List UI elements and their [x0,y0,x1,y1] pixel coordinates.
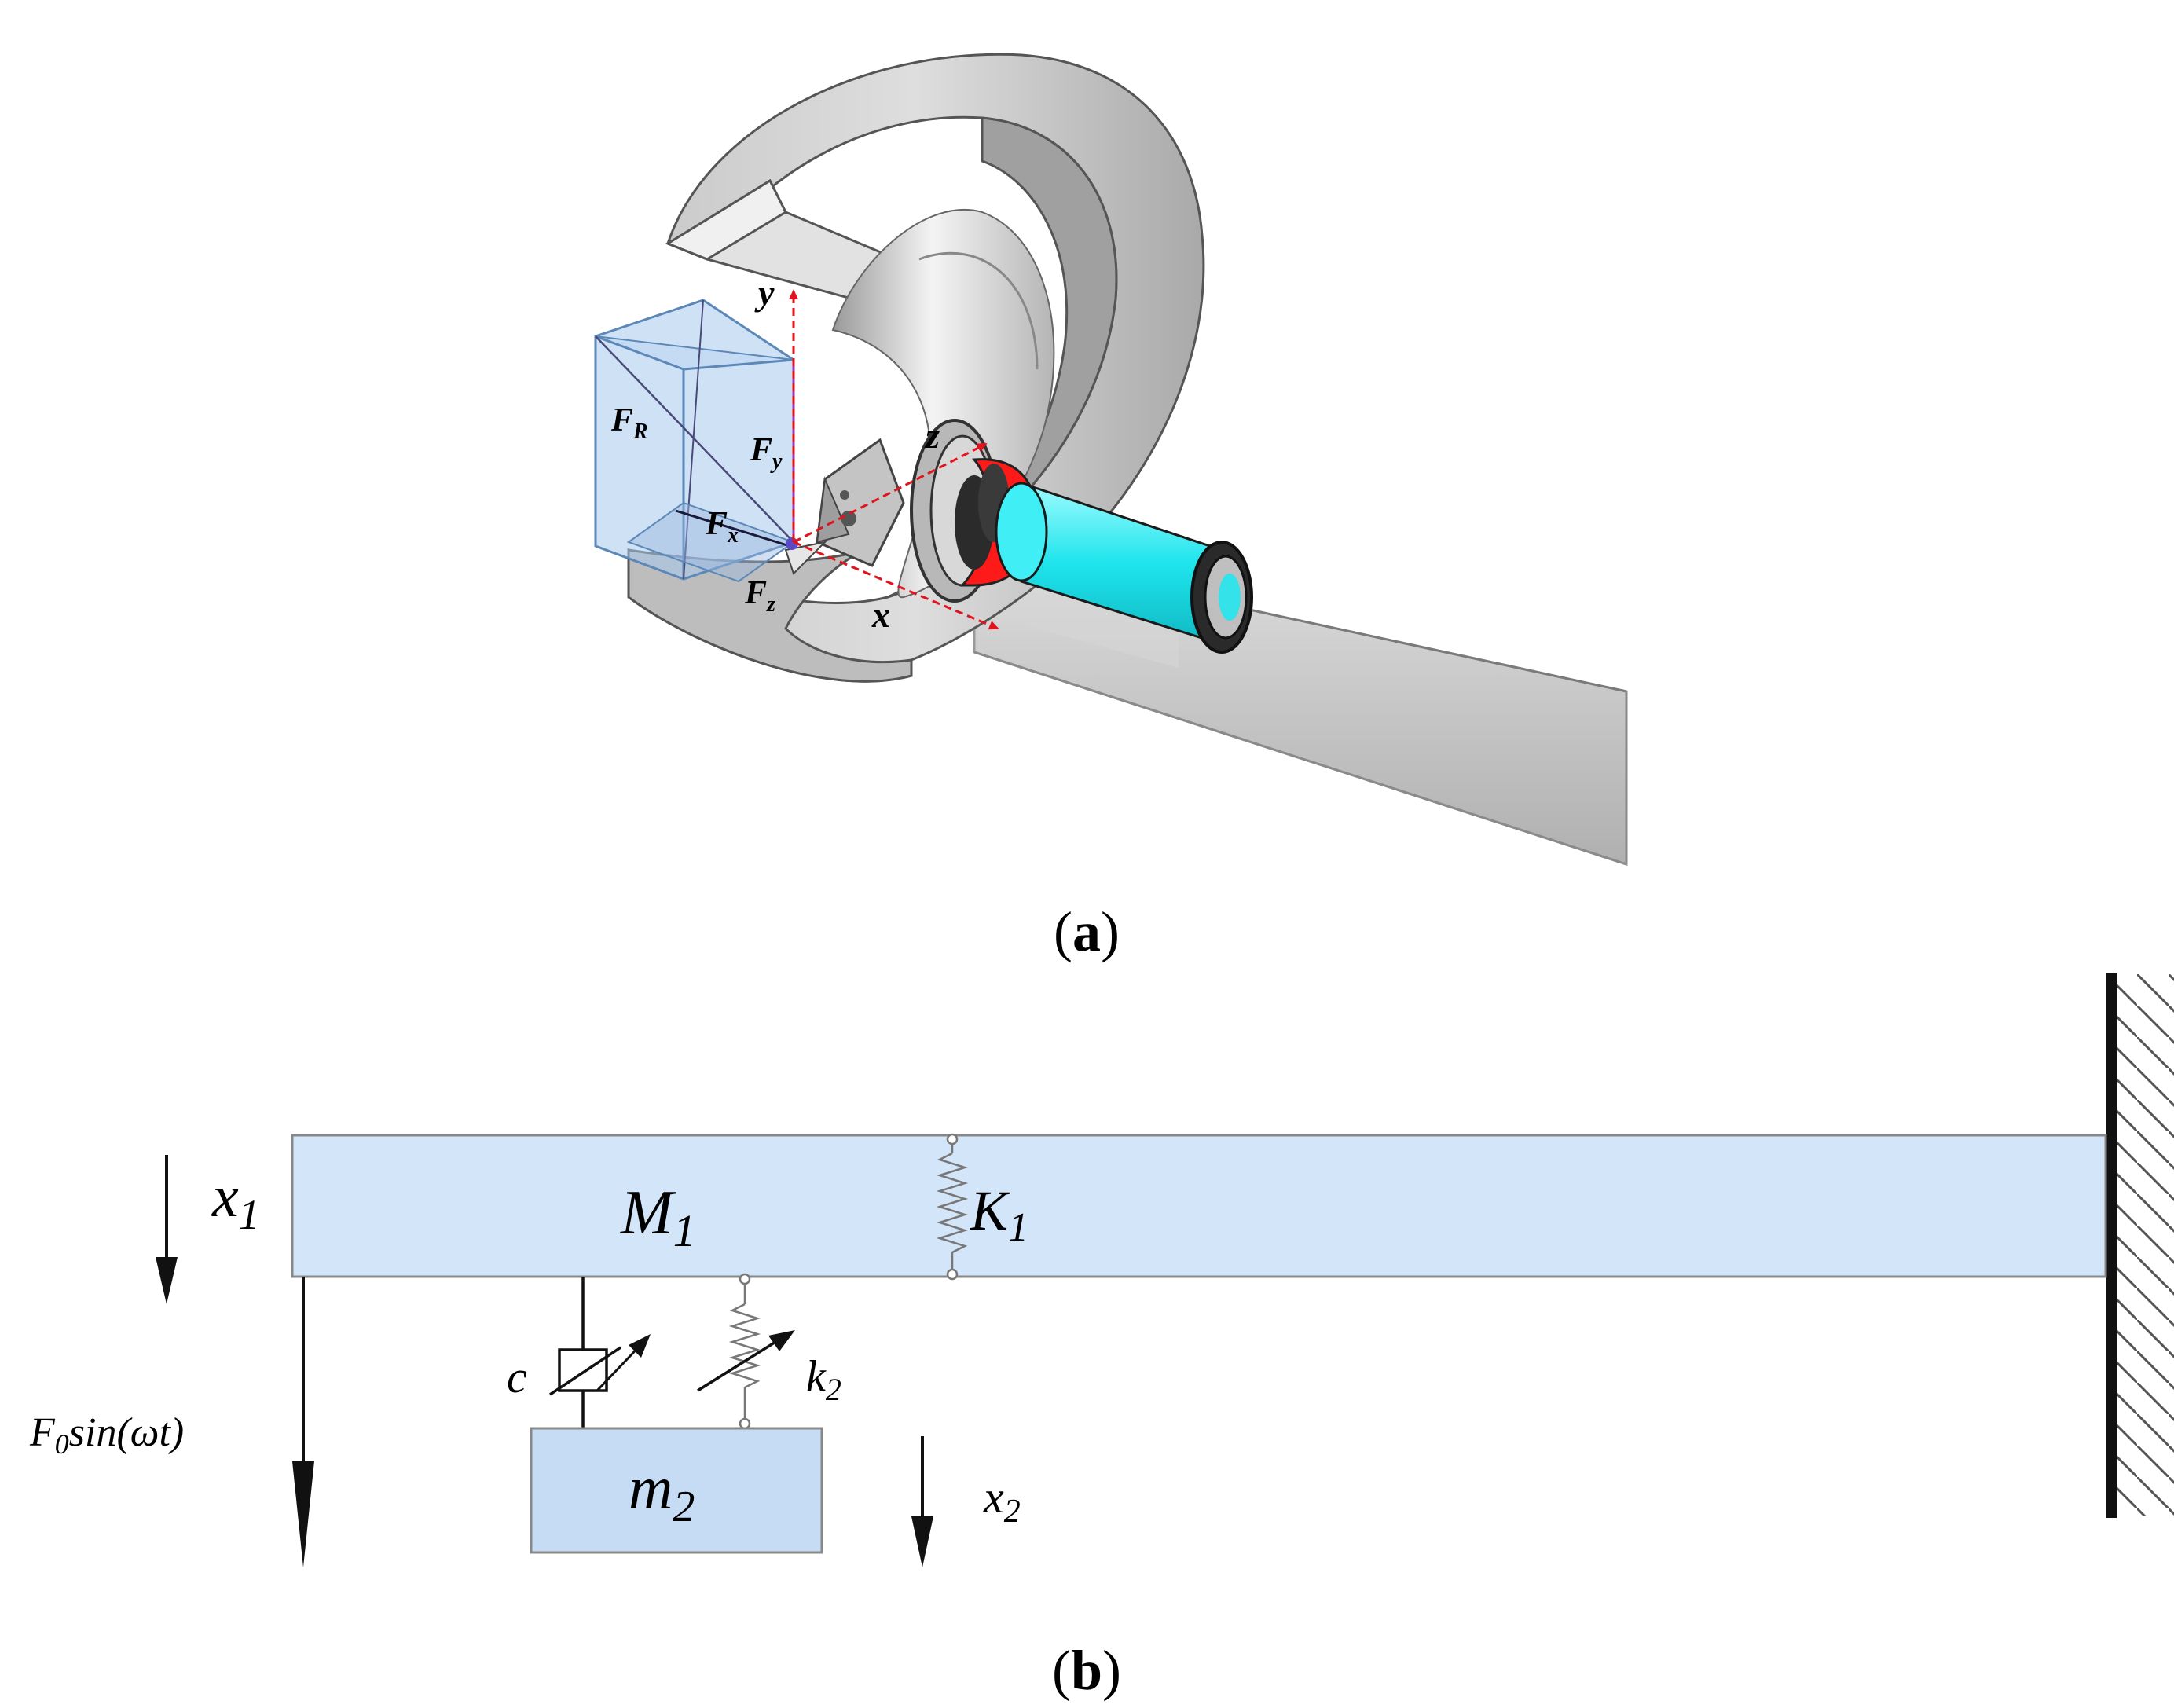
force-label-fz: Fz [744,575,775,617]
label-x1: x1 [211,1164,260,1238]
x1-arrow [156,1155,178,1304]
label-excitation: F0sin(ωt) [29,1410,184,1460]
caption-b: (b) [1052,1639,1121,1702]
force-label-fr: FR [610,402,648,444]
beam-m1 [291,1134,2107,1278]
label-x2: x2 [983,1472,1021,1530]
axis-label-z: z [924,416,940,456]
damper-cylinder [995,481,1253,654]
excitation-arrow [292,1277,314,1567]
variable-damper [549,1277,651,1428]
caption-a: (a) [1054,900,1120,963]
axis-label-x: x [871,595,890,635]
variable-spring-k2 [697,1273,795,1430]
label-m2: m2 [629,1453,695,1531]
label-m1: M1 [620,1178,696,1256]
label-c: c [507,1351,527,1402]
fixed-wall [2106,973,2174,1518]
force-box [594,299,798,583]
label-k1: K1 [970,1179,1028,1250]
x2-arrow [911,1436,933,1567]
tool-model: y z x FR Fy Fx Fz [594,53,1628,867]
force-label-fx: Fx [705,506,739,548]
axis-label-y: y [754,273,775,313]
label-k2: k2 [806,1352,841,1407]
force-label-fy: Fy [750,432,783,474]
spring-k1 [936,1133,969,1281]
coordinate-axes [789,289,999,630]
absorber-mass-m2 [530,1427,823,1554]
vibration-model: M1 K1 x1 F0sin(ωt) c [29,973,2174,1567]
boring-bar [923,548,1628,867]
